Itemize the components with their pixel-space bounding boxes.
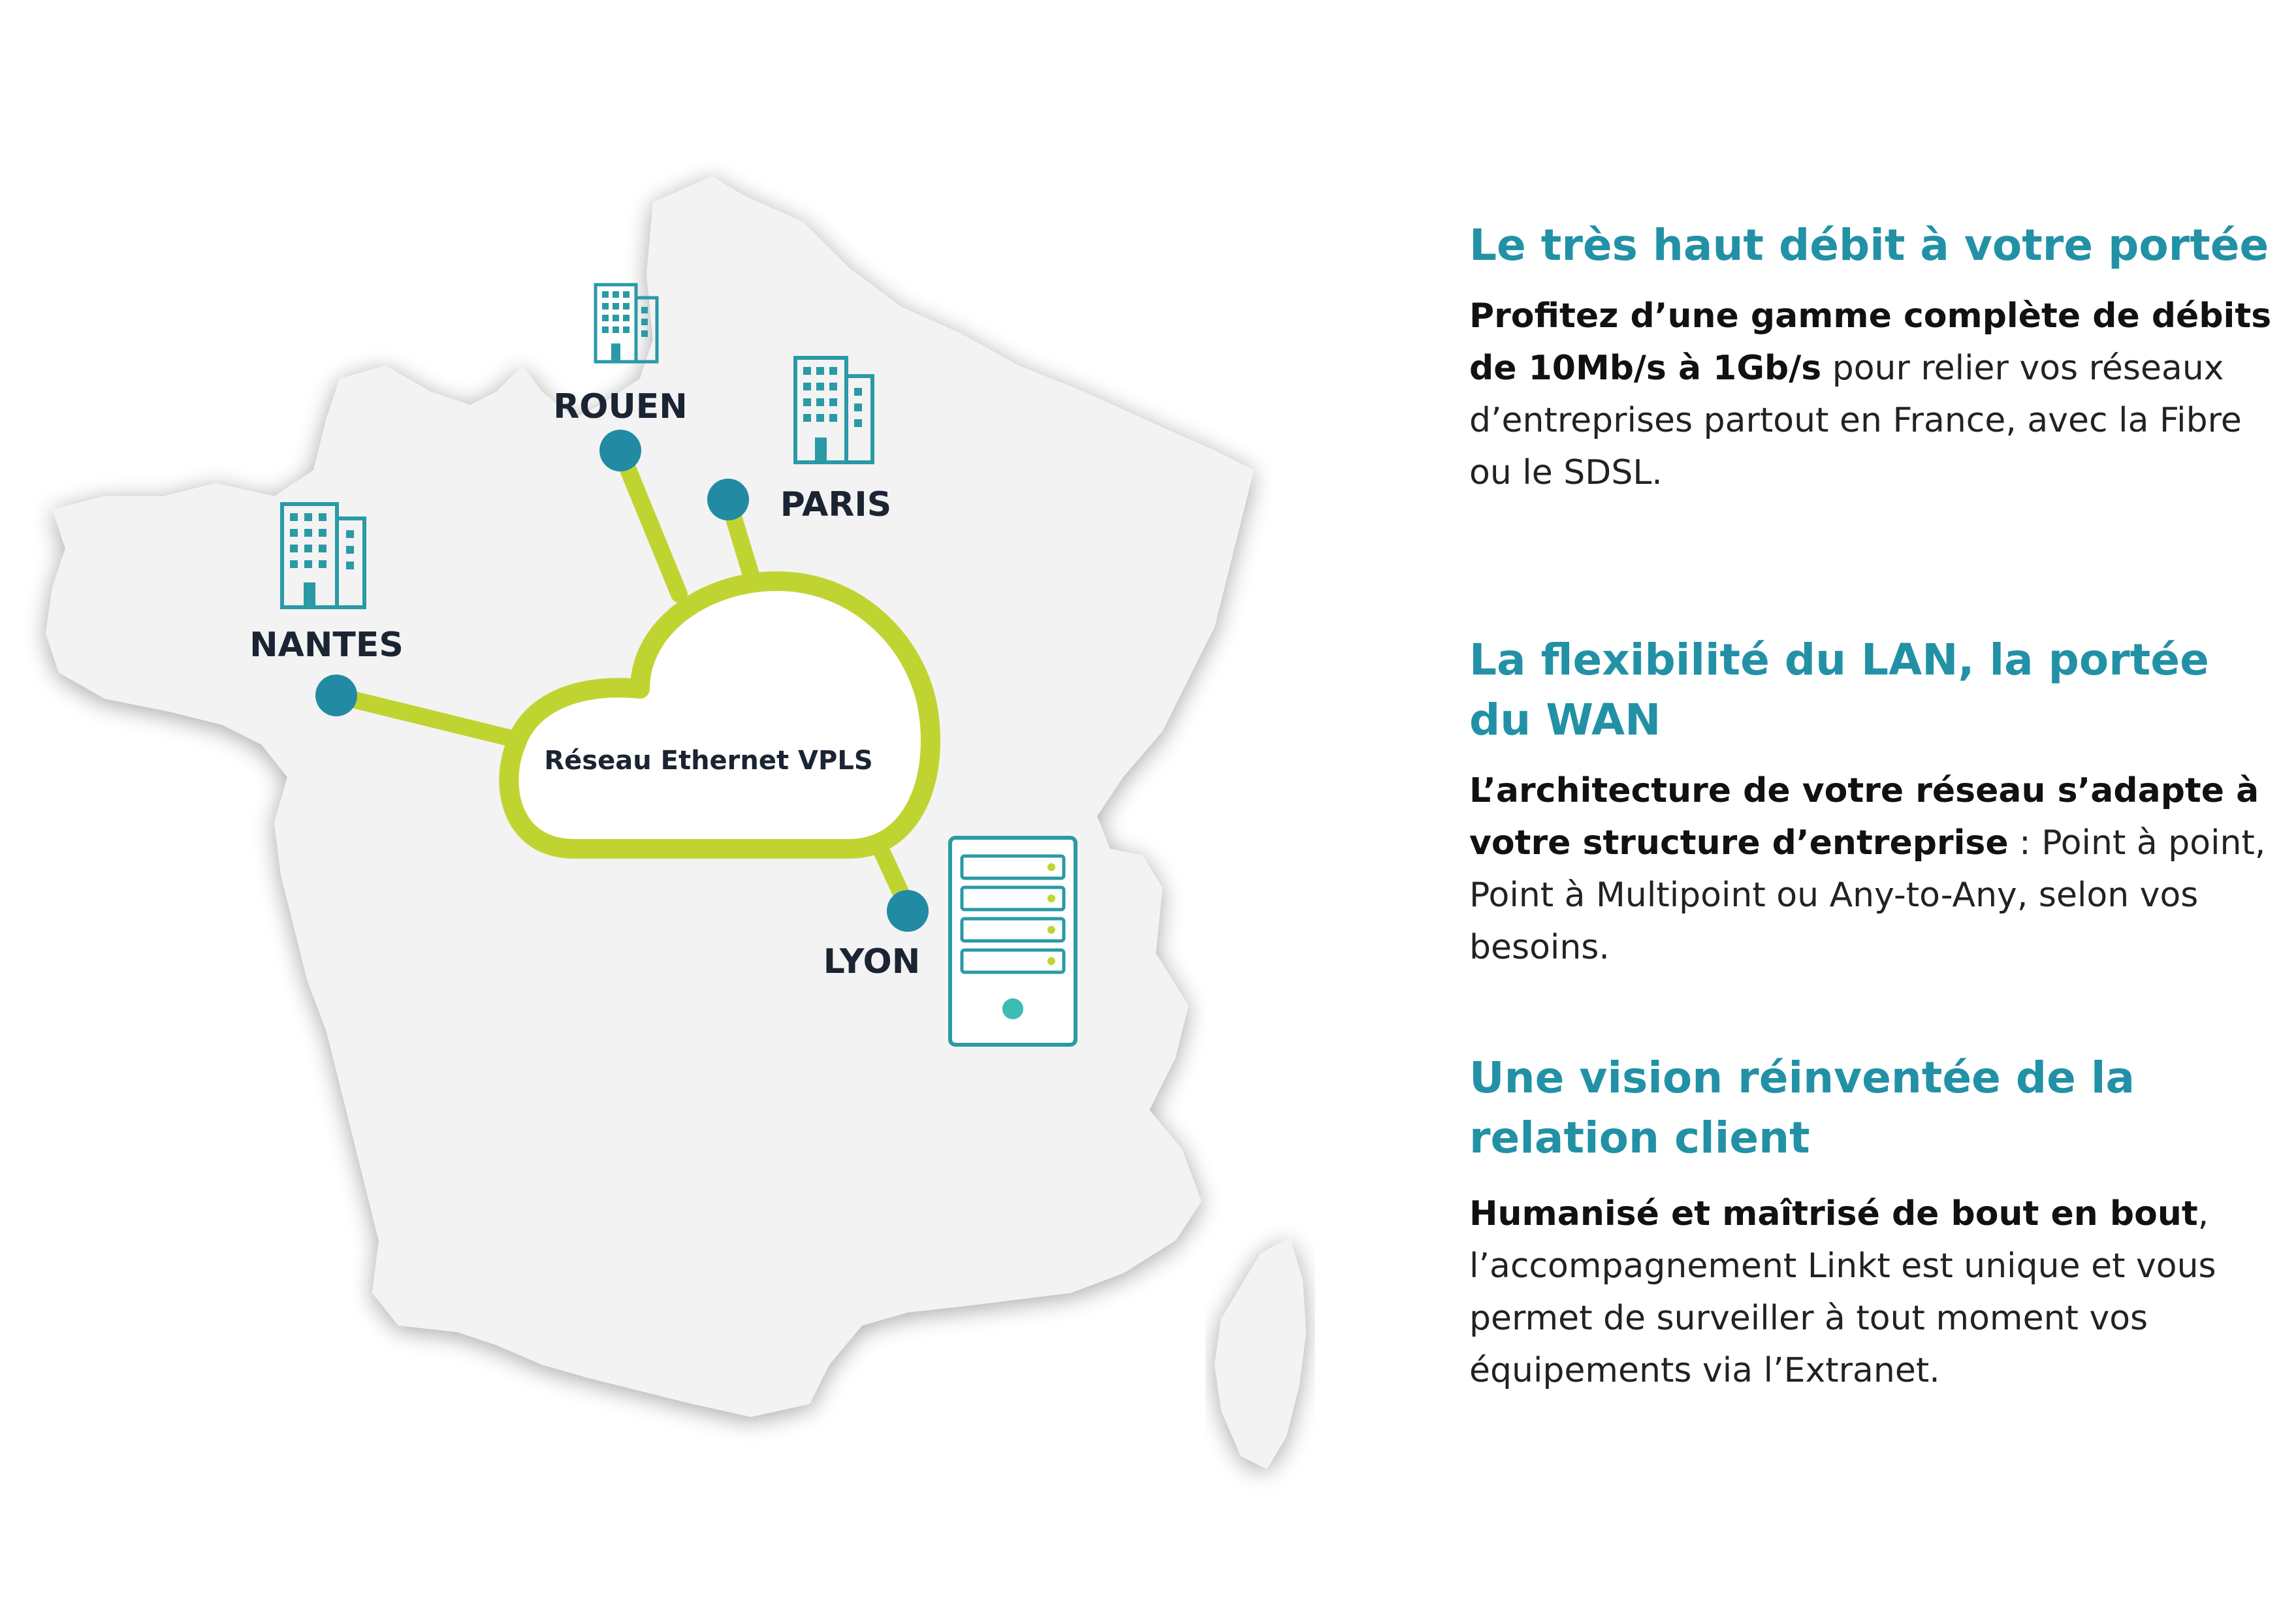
feature-title: Une vision réinventée de la relation cli… xyxy=(1469,1053,2135,1163)
node-paris xyxy=(707,479,749,520)
node-nantes xyxy=(315,675,357,716)
feature-title: La flexibilité du LAN, la portée du WAN xyxy=(1469,635,2209,745)
feature-text: L’architecture de votre réseau s’adapte … xyxy=(1469,765,2279,974)
feature-text-rest: pour relier vos réseaux d’entreprises pa… xyxy=(1469,349,2242,492)
feature-bandwidth: Le très haut débit à votre portée Profit… xyxy=(1469,215,2279,499)
city-label-rouen: ROUEN xyxy=(553,387,688,426)
office-building-icon xyxy=(594,283,659,364)
feature-text: Profitez d’une gamme complète de débits … xyxy=(1469,290,2279,499)
vpls-cloud xyxy=(499,571,940,859)
node-lyon xyxy=(887,890,929,932)
corsica-map-shape xyxy=(1215,1237,1306,1469)
cloud-label: Réseau Ethernet VPLS xyxy=(544,746,872,776)
feature-text-bold: Humanisé et maîtrisé de bout en bout xyxy=(1469,1194,2198,1233)
link-rouen xyxy=(612,442,688,603)
feature-text-rest: : Point à point, Point à Multipoint ou A… xyxy=(1469,823,2266,967)
feature-text-rest: , l’accompagnement Linkt est unique et v… xyxy=(1469,1194,2216,1390)
city-label-paris: PARIS xyxy=(780,485,891,524)
feature-text-bold: L’architecture de votre réseau s’adapte … xyxy=(1469,771,2259,863)
office-building-icon xyxy=(280,502,366,609)
server-icon xyxy=(948,836,1077,1047)
city-label-nantes: NANTES xyxy=(249,626,404,665)
feature-client-relation: Une vision réinventée de la relation cli… xyxy=(1469,1048,2279,1397)
feature-flexibility: La flexibilité du LAN, la portée du WAN … xyxy=(1469,630,2279,974)
city-label-lyon: LYON xyxy=(823,942,921,981)
feature-title: Le très haut débit à votre portée xyxy=(1469,220,2269,270)
feature-text: Humanisé et maîtrisé de bout en bout, l’… xyxy=(1469,1188,2279,1397)
feature-text-bold: Profitez d’une gamme complète de débits … xyxy=(1469,296,2272,388)
node-rouen xyxy=(599,430,641,471)
link-nantes xyxy=(328,687,518,746)
office-building-icon xyxy=(793,356,874,464)
